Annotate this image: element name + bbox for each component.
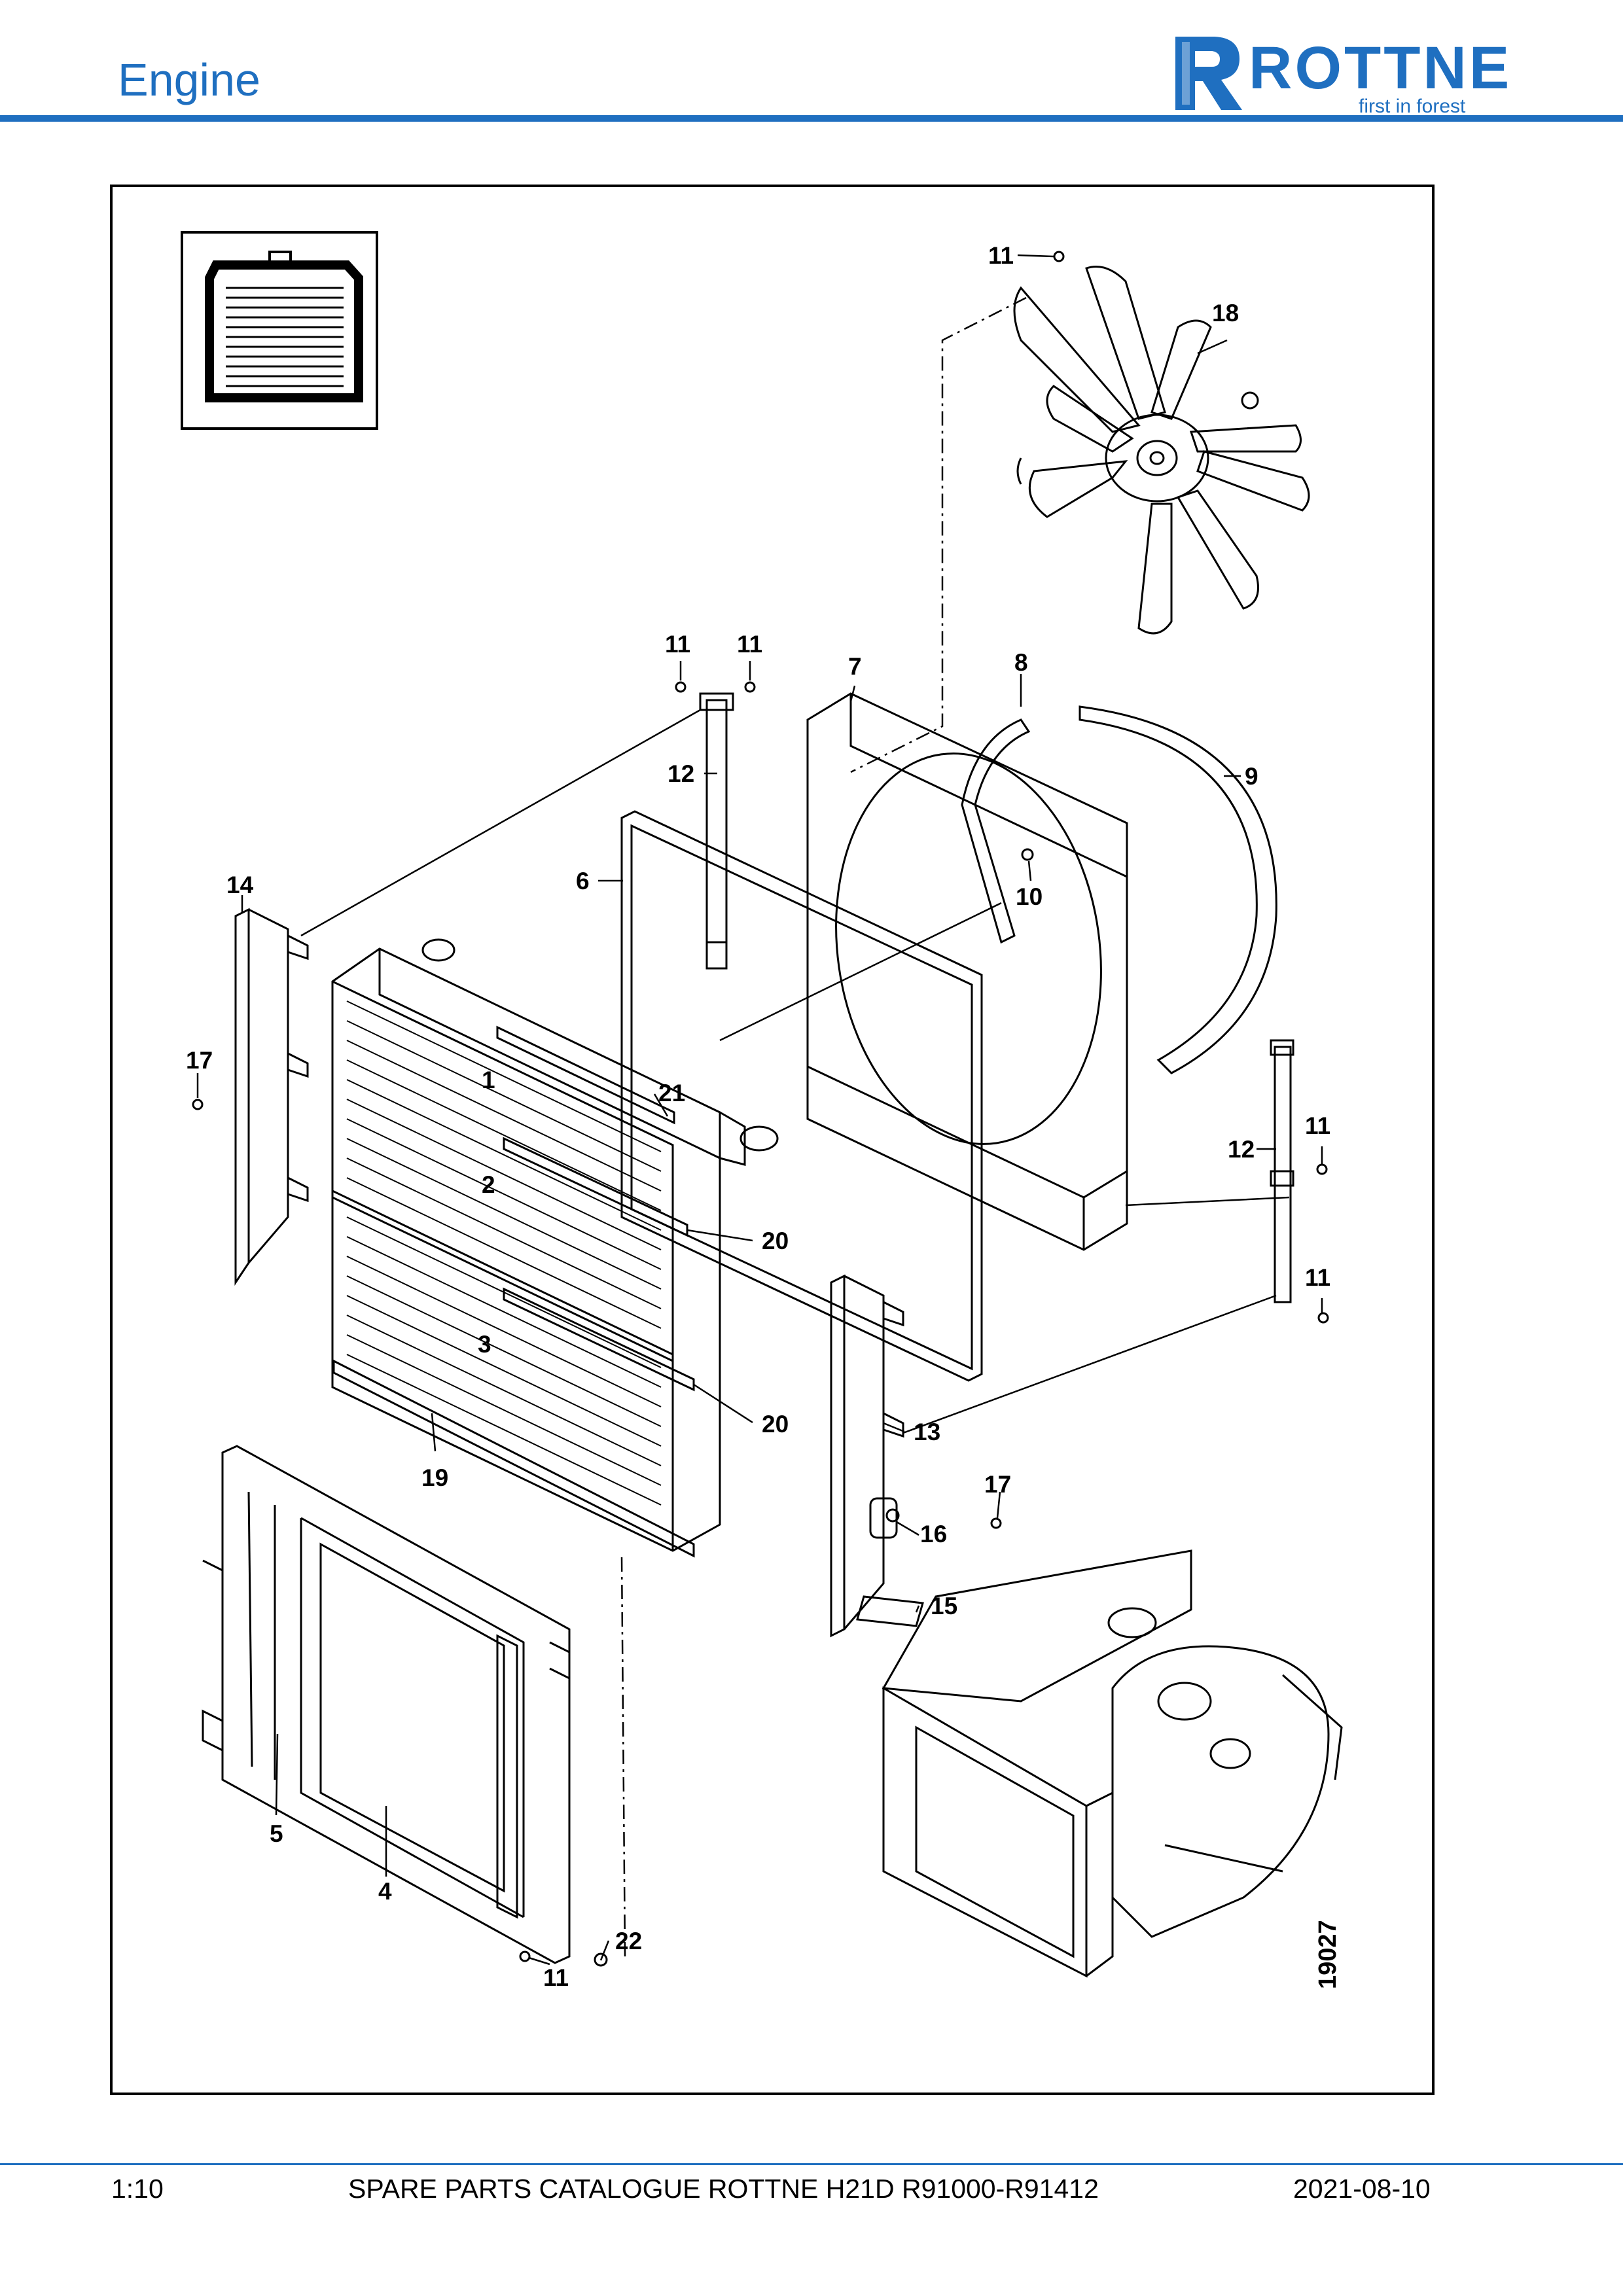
fan-ring-part: [961, 705, 1277, 1074]
rottne-logo: ROTTNE first in forest: [1171, 33, 1525, 117]
logo-tagline: first in forest: [1359, 96, 1466, 117]
callout-14: 14: [226, 872, 254, 898]
callout-9: 9: [1245, 763, 1258, 790]
page-title: Engine: [118, 54, 260, 105]
callout-7: 7: [848, 653, 862, 680]
callout-11d: 11: [1305, 1112, 1331, 1139]
callout-12a: 12: [668, 760, 695, 787]
callout-18: 18: [1212, 300, 1240, 327]
callout-20a: 20: [762, 1227, 789, 1254]
callout-8: 8: [1014, 649, 1028, 676]
callout-11f: 11: [543, 1964, 569, 1991]
callout-11a: 11: [988, 242, 1014, 269]
condenser-part: [202, 1445, 571, 1964]
assembly-axis-lines: [620, 296, 1027, 1957]
bracket-13-part: [830, 1274, 924, 1638]
callout-12b: 12: [1228, 1136, 1255, 1163]
fasteners: [192, 251, 1329, 1967]
rottne-r-emblem-icon: [1175, 37, 1242, 110]
callout-15: 15: [931, 1593, 958, 1619]
callout-20b: 20: [762, 1411, 789, 1438]
radiator-core-part: [331, 938, 779, 1558]
callout-13: 13: [914, 1419, 941, 1445]
callout-5: 5: [270, 1820, 283, 1847]
gasket-frame-part: [620, 810, 983, 1382]
callout-21: 21: [658, 1080, 686, 1106]
callout-10: 10: [1016, 883, 1043, 910]
catalogue-date: 2021-08-10: [1293, 2174, 1431, 2204]
header-divider: [0, 115, 1623, 122]
engine-assembly-illustration: [882, 1549, 1343, 1978]
thumbnail-inset: [181, 231, 378, 430]
fan-part: [1013, 266, 1310, 635]
callout-16: 16: [920, 1521, 948, 1547]
callout-3: 3: [478, 1331, 491, 1358]
callout-leaders: [196, 254, 1323, 1966]
logo-wordmark: ROTTNE: [1249, 35, 1512, 101]
bracket-12-lower-part: [1270, 1039, 1294, 1303]
callout-4: 4: [378, 1878, 392, 1905]
callout-2: 2: [482, 1171, 495, 1198]
callout-19: 19: [421, 1464, 449, 1491]
bracket-12-upper-part: [699, 692, 734, 970]
callout-1: 1: [482, 1067, 495, 1093]
callout-17b: 17: [984, 1471, 1012, 1498]
figure-number: 19027: [1314, 1920, 1342, 1989]
callout-11e: 11: [1305, 1264, 1331, 1291]
bracket-14-part: [234, 908, 309, 1286]
catalogue-title: SPARE PARTS CATALOGUE ROTTNE H21D R91000…: [348, 2174, 1099, 2204]
fan-shroud-part: [806, 692, 1128, 1251]
page-number: 1:10: [111, 2174, 164, 2204]
callout-11c: 11: [737, 631, 763, 658]
callout-11b: 11: [665, 631, 691, 658]
callout-22: 22: [615, 1928, 643, 1954]
callout-6: 6: [576, 868, 590, 894]
exploded-parts-diagram: [110, 185, 1435, 2095]
callout-17a: 17: [186, 1047, 213, 1074]
footer-divider: [0, 2163, 1623, 2165]
